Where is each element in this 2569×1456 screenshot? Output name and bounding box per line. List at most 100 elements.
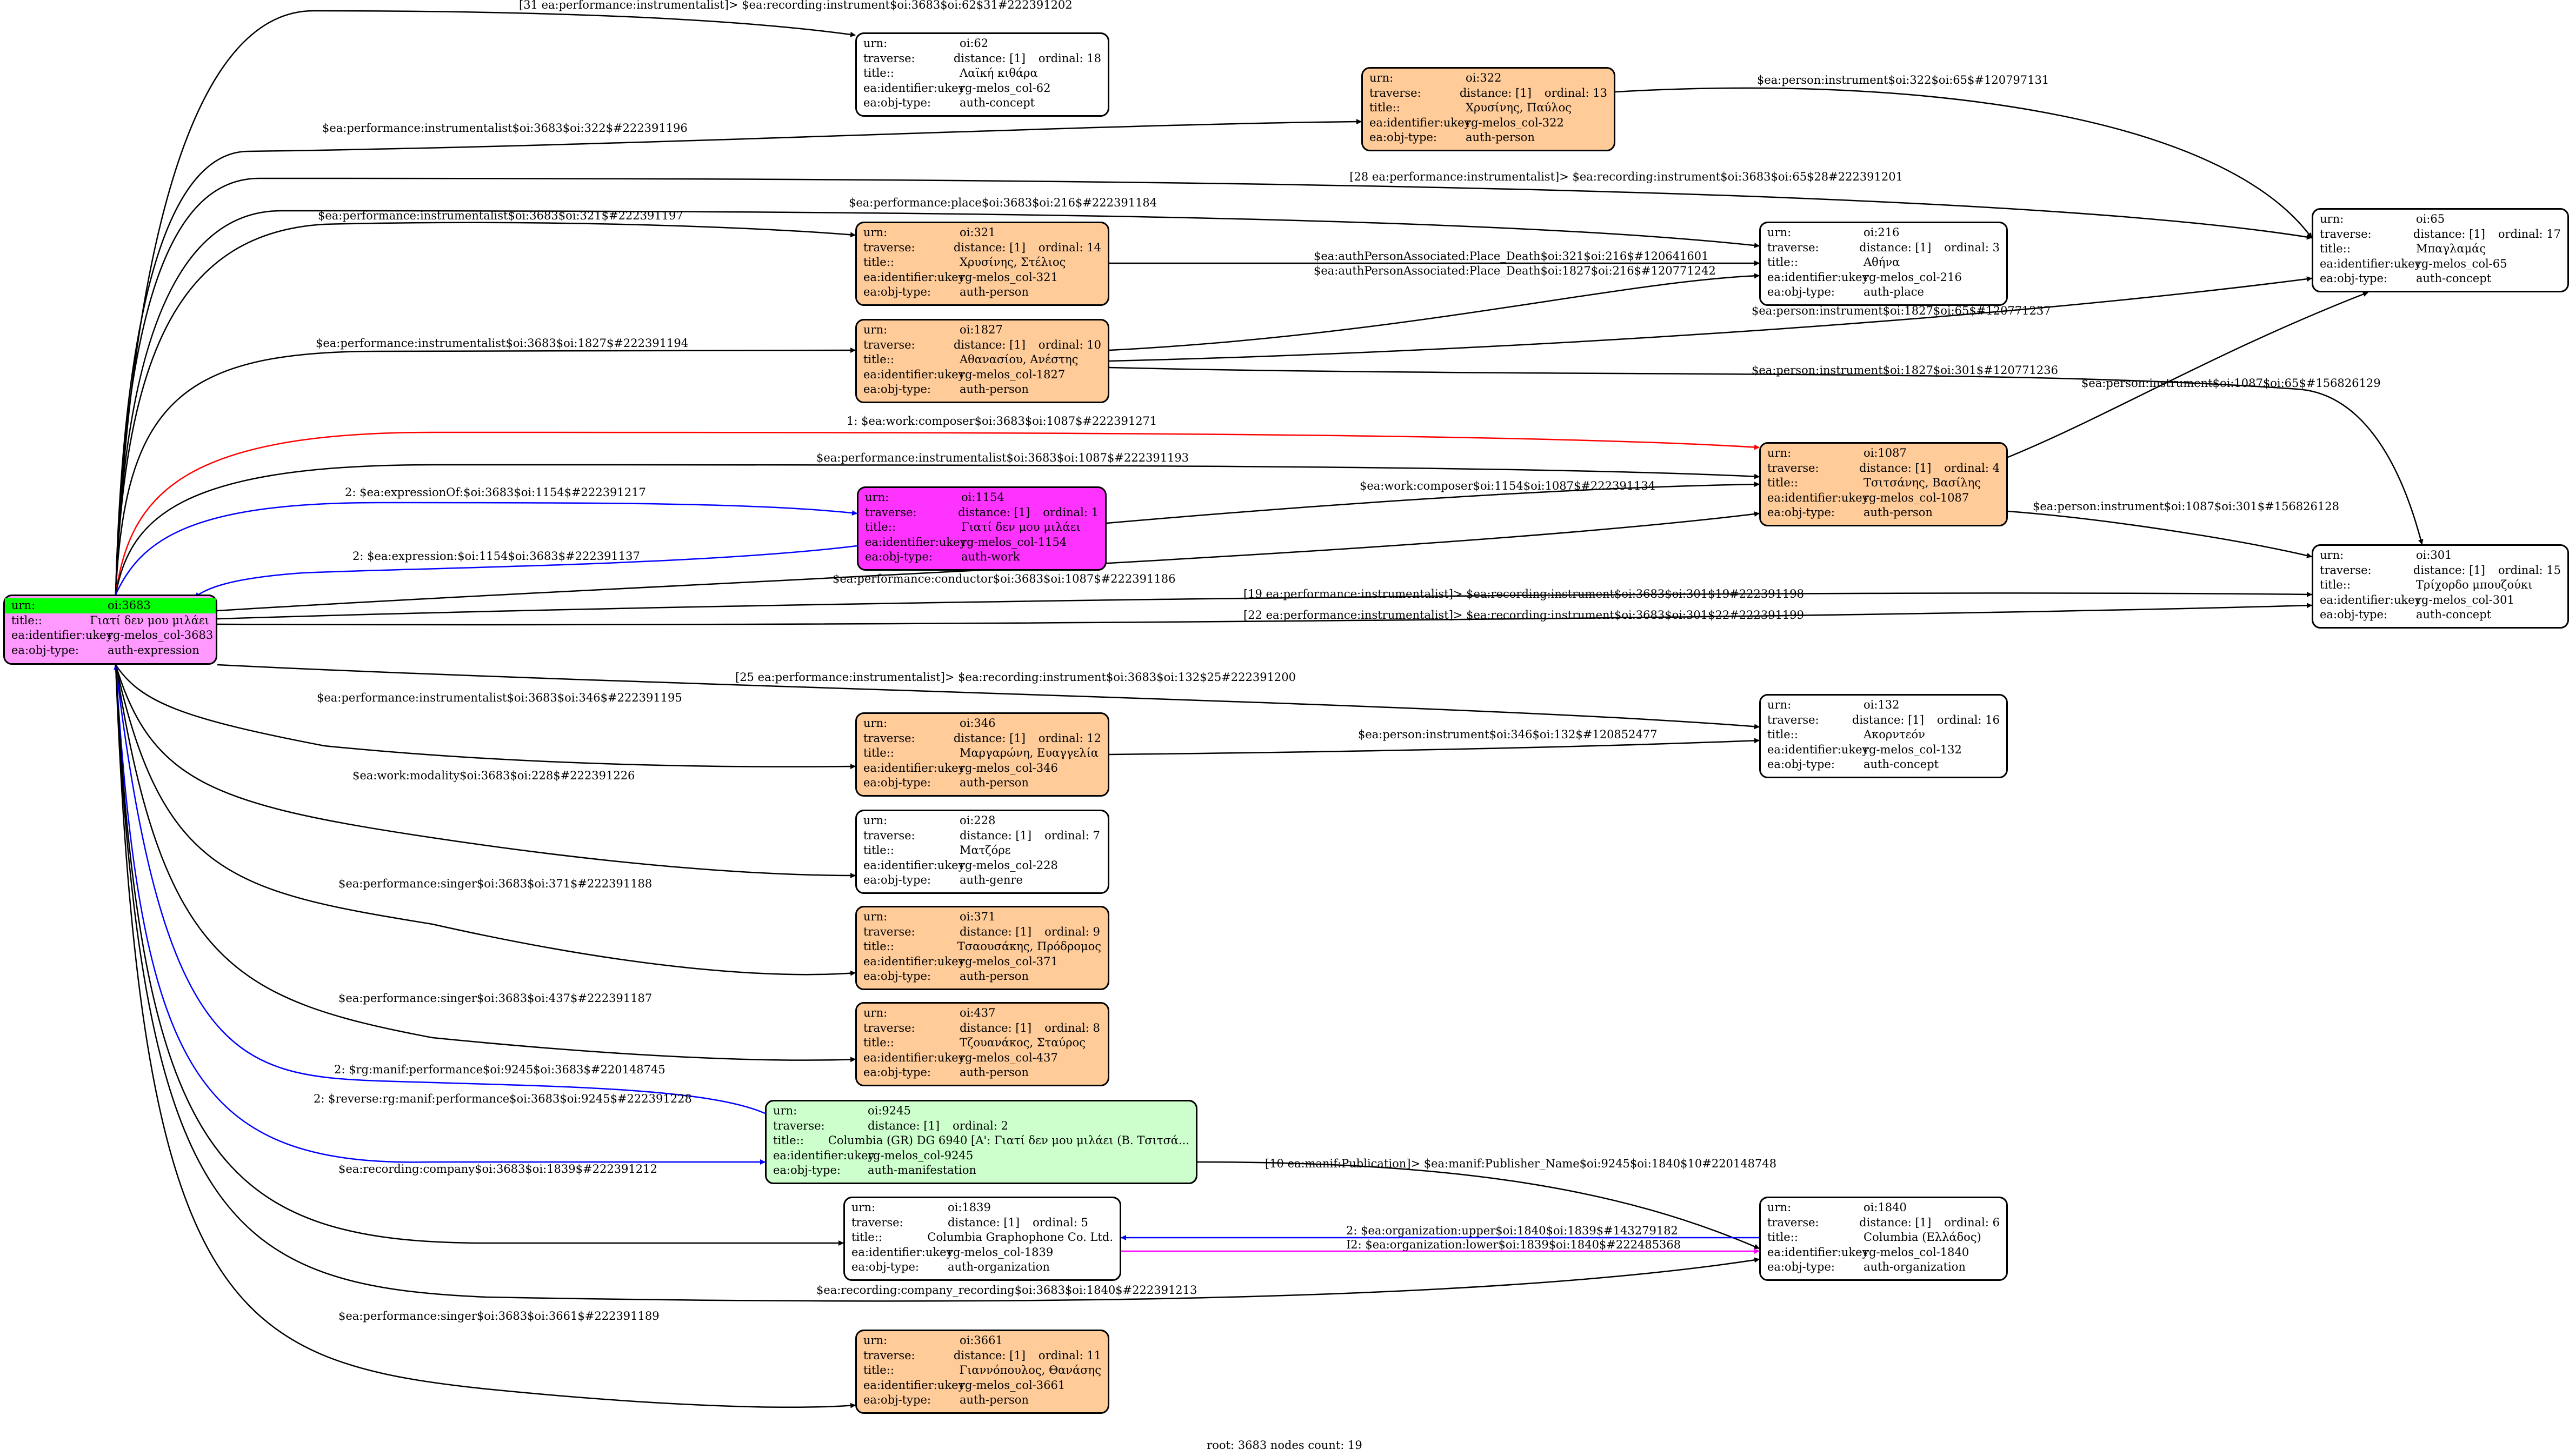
field-key: ea:obj-type: (1767, 1260, 1835, 1273)
node-field-eaobjtype: ea:obj-type:auth-person (863, 1393, 1101, 1408)
edge-label: I2: $ea:organization:lower$oi:1839$oi:18… (1346, 1238, 1681, 1251)
field-value: Αθήνα (1863, 256, 1900, 269)
node-field-urn: urn:oi:62 (863, 36, 1101, 51)
field-ordinal: ordinal: 14 (1038, 241, 1101, 254)
edge-3683-to-216 (115, 210, 1760, 595)
field-value: distance: [1] (2413, 227, 2485, 241)
field-ordinal: ordinal: 17 (2498, 227, 2561, 241)
node-field-traverse: traverse:distance: [1]ordinal: 11 (863, 1348, 1101, 1364)
field-value: distance: [1] (960, 829, 1032, 842)
node-field-eaobjtype: ea:obj-type:auth-organization (1767, 1260, 2000, 1275)
field-value: distance: [1] (948, 1215, 1020, 1229)
field-value: distance: [1] (2413, 563, 2485, 577)
field-key: ea:obj-type: (1369, 131, 1437, 144)
node-field-title: title::Ματζόρε (863, 843, 1101, 858)
field-ordinal: ordinal: 18 (1038, 51, 1101, 65)
edge-1154-to-1087 (1106, 482, 1760, 524)
field-value: auth-expression (108, 643, 199, 657)
node-field-traverse: traverse:distance: [1]ordinal: 9 (863, 925, 1101, 940)
field-value: auth-concept (2416, 272, 2492, 285)
edge-3683-to-62 (115, 10, 856, 595)
field-key: traverse: (863, 51, 915, 65)
field-value: oi:321 (960, 226, 996, 239)
field-key: ea:obj-type: (863, 1066, 931, 1079)
field-key: urn: (851, 1201, 876, 1214)
edge-label: 2: $rg:manif:performance$oi:9245$oi:3683… (334, 1063, 665, 1076)
edge-label: $ea:person:instrument$oi:1827$oi:301$#12… (1752, 364, 2058, 377)
edge-label: $ea:person:instrument$oi:1087$oi:65$#156… (2081, 377, 2381, 390)
field-ordinal: ordinal: 15 (2498, 563, 2561, 577)
field-value: distance: [1] (953, 51, 1026, 65)
field-value: auth-concept (960, 96, 1035, 109)
node-field-eaobjtype: ea:obj-type:auth-person (863, 382, 1101, 397)
field-value: distance: [1] (953, 1348, 1026, 1362)
field-value: oi:1827 (960, 323, 1003, 336)
field-key: title:: (2320, 578, 2351, 591)
node-field-urn: urn:oi:9245 (773, 1104, 1189, 1119)
field-key: title:: (1767, 1231, 1798, 1244)
node-field-urn: urn:oi:346 (863, 716, 1101, 731)
field-key: ea:obj-type: (863, 96, 931, 109)
field-key: ea:obj-type: (865, 550, 933, 563)
field-key: urn: (1369, 71, 1394, 84)
field-key: urn: (863, 814, 888, 827)
field-key: title:: (863, 844, 894, 857)
field-value: distance: [1] (960, 1021, 1032, 1034)
field-value: Columbia Graphophone Co. Ltd. (927, 1231, 1113, 1244)
field-key: traverse: (863, 338, 915, 351)
field-value: oi:1087 (1863, 446, 1907, 459)
edge-label: $ea:performance:instrumentalist$oi:3683$… (318, 209, 683, 222)
field-value: auth-person (960, 776, 1029, 789)
edge-3683-to-1839 (115, 664, 844, 1246)
node-field-eaobjtype: ea:obj-type:auth-person (863, 969, 1101, 984)
node-field-eaobjtype: ea:obj-type:auth-genre (863, 873, 1101, 888)
field-key: title:: (863, 353, 894, 366)
field-key: urn: (773, 1104, 797, 1117)
field-key: ea:identifier:ukey (1767, 743, 1869, 756)
field-value: auth-work (961, 550, 1020, 563)
node-field-eaobjtype: ea:obj-type:auth-expression (11, 643, 209, 658)
field-value: Γιαννόπουλος, Θανάσης (959, 1364, 1101, 1377)
edge-label: $ea:authPersonAssociated:Place_Death$oi:… (1314, 250, 1709, 263)
field-key: ea:obj-type: (1767, 285, 1835, 298)
field-key: traverse: (863, 1348, 915, 1362)
edge-3683-to-132 (217, 664, 1760, 730)
field-value: rg-melos_col-3661 (960, 1378, 1066, 1392)
node-field-urn: urn:oi:1087 (1767, 446, 2000, 461)
field-value: oi:1839 (948, 1201, 991, 1214)
field-key: traverse: (851, 1215, 903, 1229)
edge-label: 2: $ea:expression:$oi:1154$oi:3683$#2223… (352, 550, 640, 563)
node-field-title: title::Columbia Graphophone Co. Ltd. (851, 1230, 1113, 1245)
node-field-traverse: traverse:distance: [1]ordinal: 13 (1369, 86, 1607, 101)
node-field-title: title::Τσαουσάκης, Πρόδρομος (863, 939, 1101, 954)
field-value: Τσαουσάκης, Πρόδρομος (957, 940, 1101, 953)
edge-3683-to-301 (217, 591, 2312, 620)
node-field-eaobjtype: ea:obj-type:auth-concept (2320, 607, 2561, 623)
edge-3683-to-346 (115, 664, 856, 770)
edge-label: $ea:recording:company_recording$oi:3683$… (816, 1284, 1197, 1297)
node-field-eaobjtype: ea:obj-type:auth-person (863, 285, 1101, 300)
field-key: ea:identifier:ukey (863, 1378, 965, 1392)
field-key: traverse: (863, 241, 915, 254)
